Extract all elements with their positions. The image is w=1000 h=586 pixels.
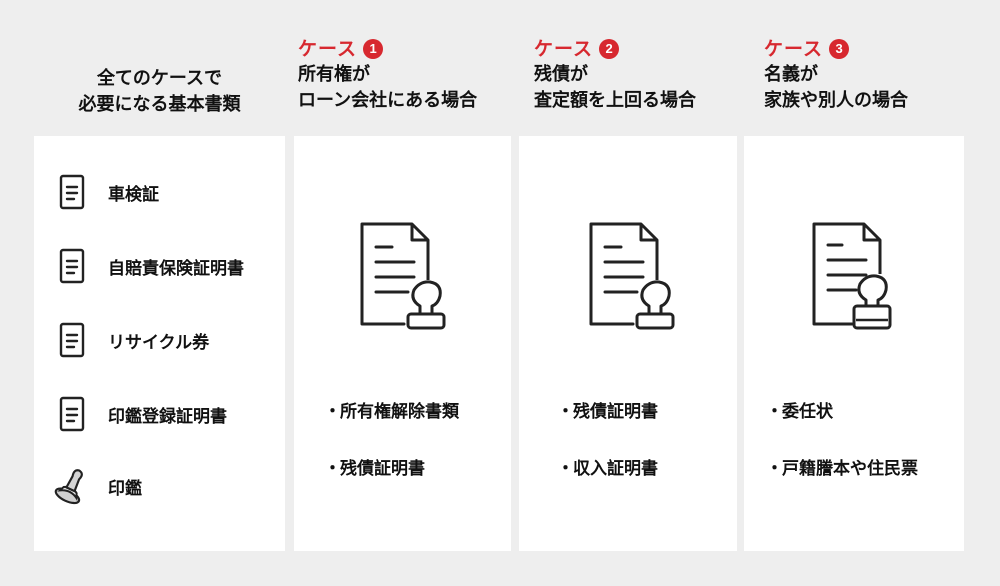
list-item: ・委任状 (766, 402, 833, 422)
case-2-panel: ・残債証明書 ・収入証明書 (519, 136, 737, 551)
case-2-title: 残債が 査定額を上回る場合 (534, 64, 696, 111)
common-documents-panel: 車検証 自賠責保険証明書 リサイクル券 印鑑登録証明書 印鑑 (34, 136, 285, 551)
common-doc-label: 車検証 (108, 184, 159, 205)
case-2-label: ケース (534, 38, 594, 60)
case-3-number-badge: 3 (829, 39, 850, 59)
common-doc-item: リサイクル券 (54, 320, 209, 360)
case-1-number-badge: 1 (363, 39, 384, 59)
common-doc-label: 印鑑登録証明書 (108, 406, 227, 427)
case-3-title: 名義が 家族や別人の場合 (764, 64, 908, 111)
case-1-panel: ・所有権解除書類 ・残債証明書 (294, 136, 511, 551)
stamped-document-icon (589, 222, 675, 330)
case-1-label: ケース (298, 38, 358, 60)
stamped-document-icon (812, 222, 892, 330)
case-3-heading: ケース 3 名義が 家族や別人の場合 (764, 36, 908, 114)
document-icon (54, 246, 90, 286)
document-icon (54, 394, 90, 434)
stamped-document-icon (360, 222, 446, 330)
list-item: ・所有権解除書類 (324, 402, 459, 422)
document-icon (54, 320, 90, 360)
document-icon (54, 172, 90, 212)
case-3-label-row: ケース 3 (764, 36, 908, 62)
case-2-document-list: ・残債証明書 ・収入証明書 (557, 400, 658, 514)
case-1-document-list: ・所有権解除書類 ・残債証明書 (324, 400, 459, 514)
common-doc-item: 印鑑登録証明書 (54, 394, 227, 434)
common-doc-label: リサイクル券 (108, 332, 210, 353)
seal-stamp-icon (54, 466, 90, 506)
common-doc-item: 自賠責保険証明書 (54, 246, 244, 286)
case-3-label: ケース (764, 38, 824, 60)
case-1-heading: ケース 1 所有権が ローン会社にある場合 (298, 36, 477, 114)
list-item: ・収入証明書 (557, 459, 658, 479)
common-doc-label: 印鑑 (108, 478, 142, 499)
common-documents-heading: 全てのケースで 必要になる基本書類 (78, 68, 241, 115)
common-doc-item: 車検証 (54, 172, 159, 212)
case-3-panel: ・委任状 ・戸籍謄本や住民票 (744, 136, 964, 551)
case-2-heading: ケース 2 残債が 査定額を上回る場合 (534, 36, 696, 114)
case-2-number-badge: 2 (599, 39, 620, 59)
case-3-document-list: ・委任状 ・戸籍謄本や住民票 (766, 400, 918, 514)
list-item: ・戸籍謄本や住民票 (766, 459, 918, 479)
list-item: ・残債証明書 (324, 459, 425, 479)
list-item: ・残債証明書 (557, 402, 658, 422)
common-doc-label: 自賠責保険証明書 (108, 258, 244, 279)
case-1-label-row: ケース 1 (298, 36, 477, 62)
common-doc-item: 印鑑 (54, 466, 142, 506)
case-1-title: 所有権が ローン会社にある場合 (298, 64, 478, 111)
case-2-label-row: ケース 2 (534, 36, 696, 62)
